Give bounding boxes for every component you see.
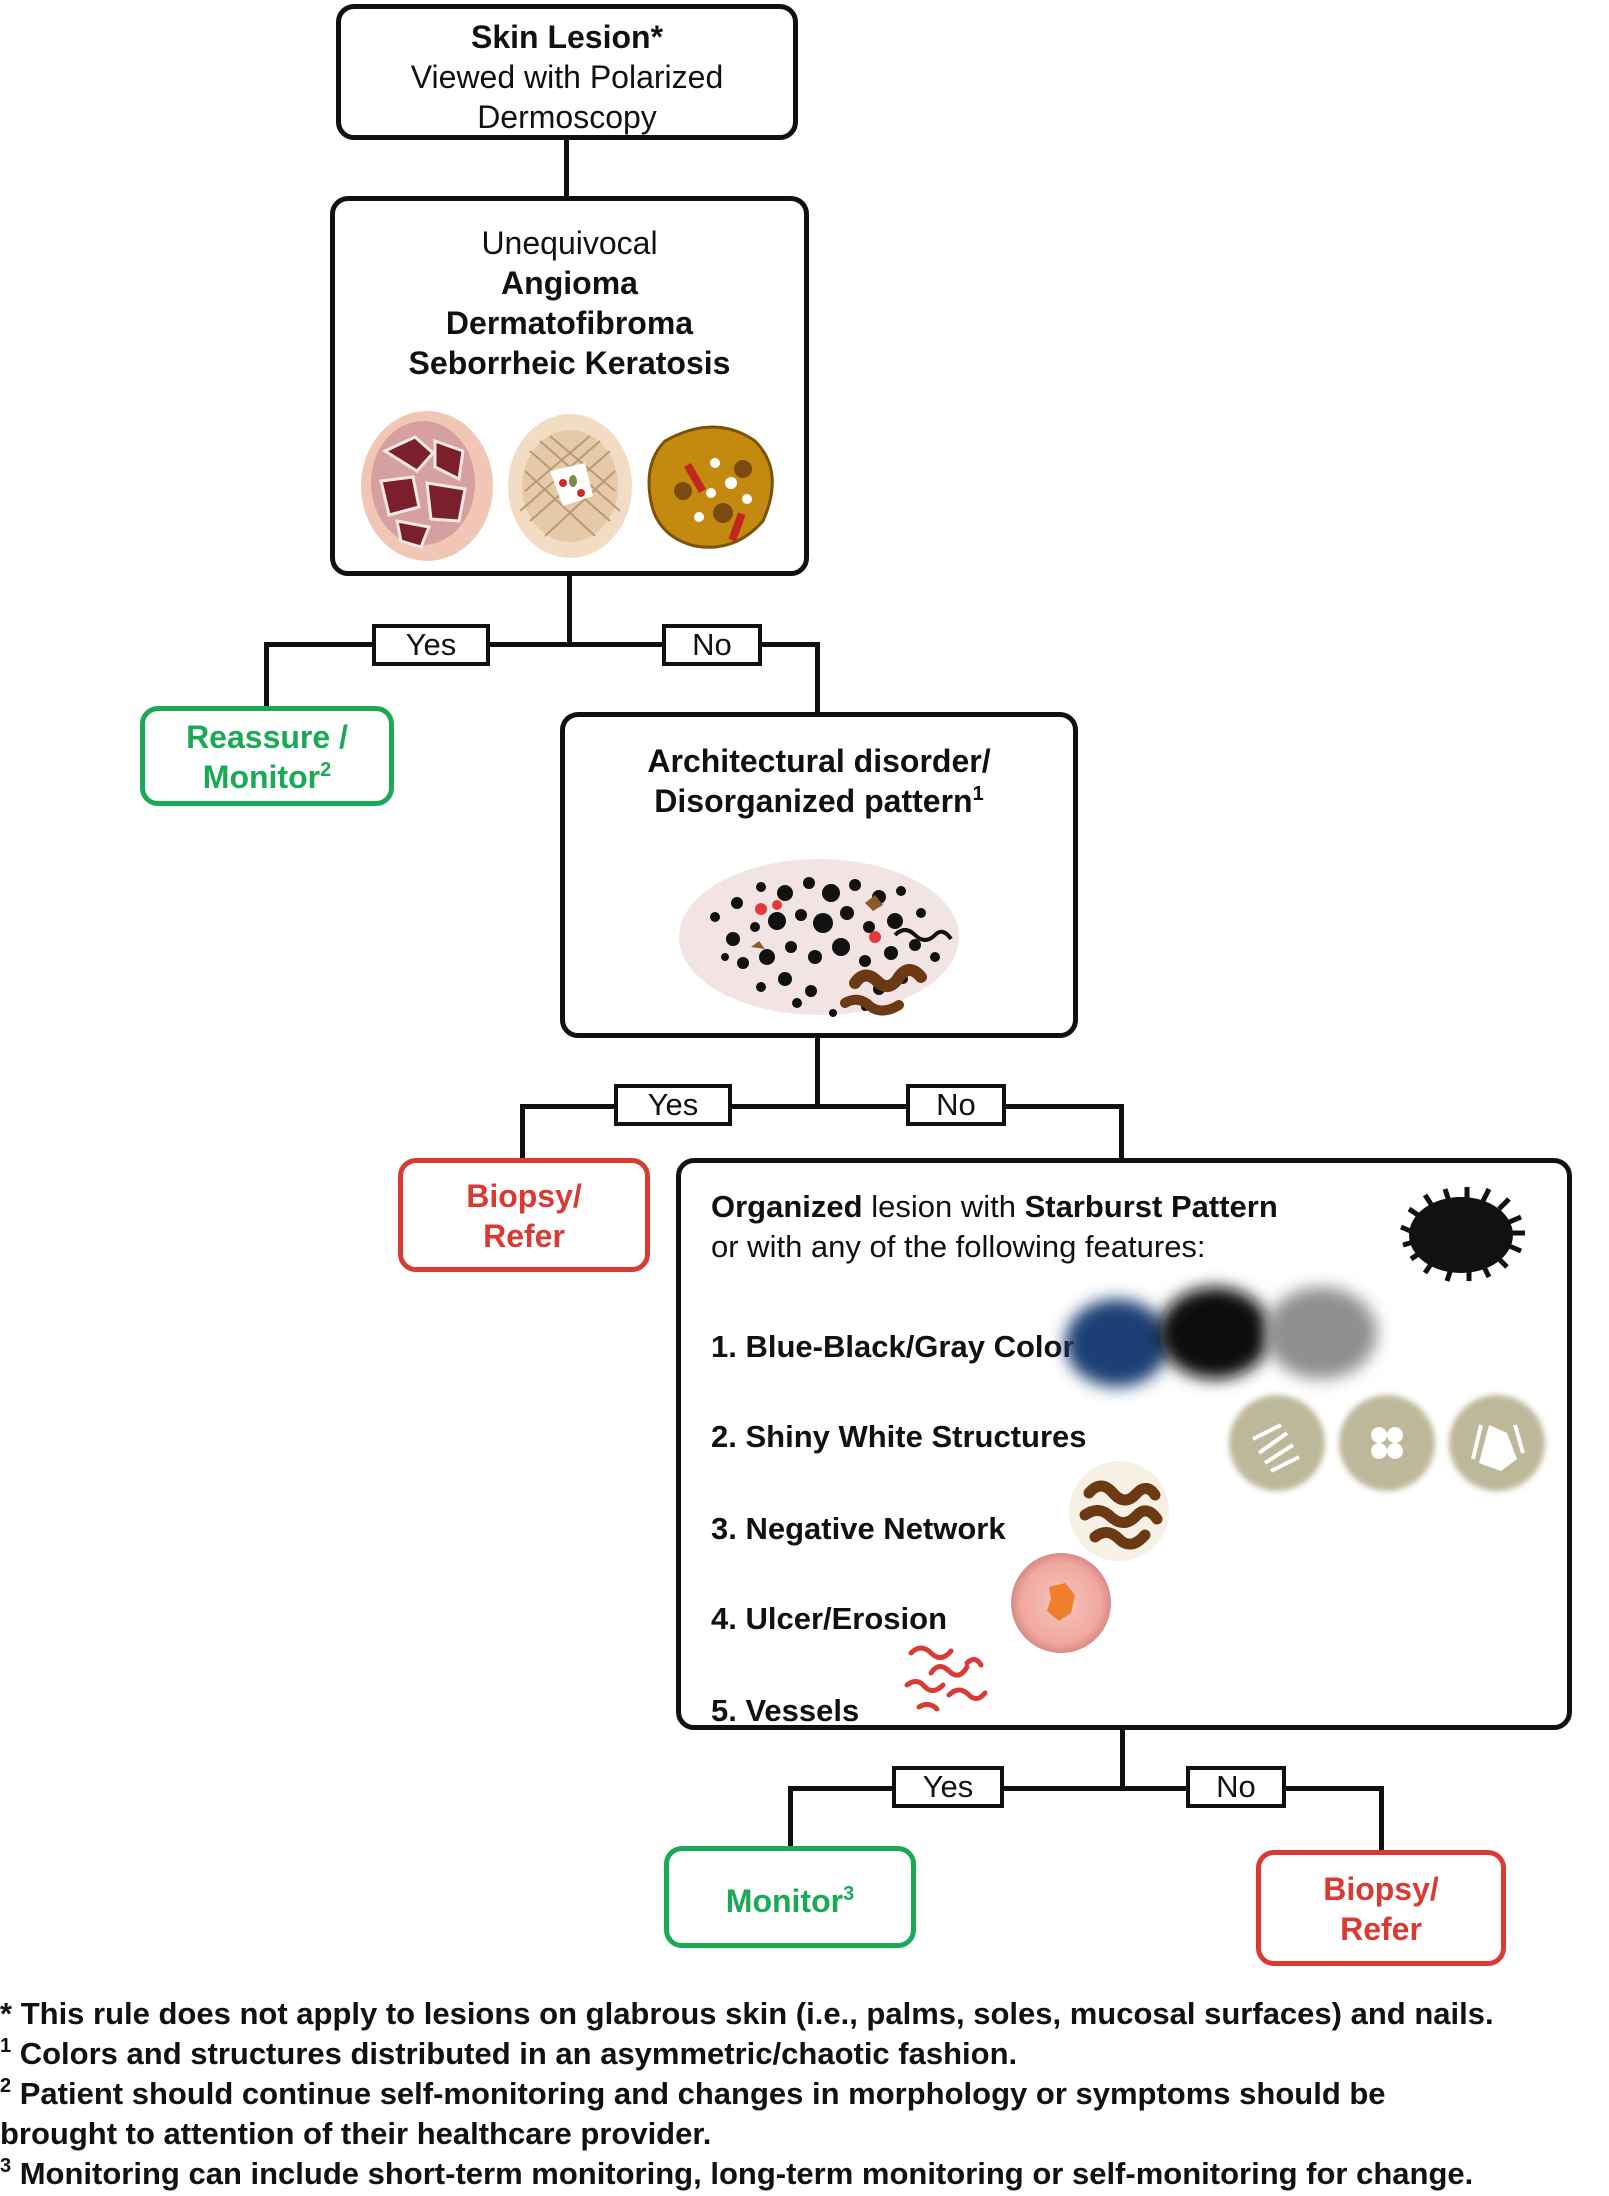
monitor-node: Monitor3	[664, 1846, 916, 1948]
feature-shiny-white: 2. Shiny White Structures	[711, 1419, 1087, 1454]
connector	[264, 642, 269, 708]
blue-color-sample	[1065, 1299, 1169, 1387]
connector	[1120, 1728, 1125, 1790]
footnote-mark: *	[0, 1996, 13, 2031]
disorder-line1: Architectural disorder/	[647, 743, 991, 779]
organized-line2: or with any of the following features:	[711, 1229, 1206, 1264]
yes-label-3: Yes	[892, 1766, 1004, 1808]
unequivocal-node: Unequivocal Angioma Dermatofibroma Sebor…	[330, 196, 809, 576]
disorganized-lesion-illustration	[679, 859, 959, 1017]
organized-lead: Organized lesion with Starburst Pattern	[711, 1189, 1278, 1225]
footnote-2: 2 Patient should continue self-monitorin…	[0, 2074, 1386, 2114]
connector	[1379, 1786, 1384, 1852]
no-label-1: No	[662, 624, 762, 666]
connector	[815, 1036, 820, 1108]
architectural-disorder-node: Architectural disorder/ Disorganized pat…	[560, 712, 1078, 1038]
monitor-label: Monitor	[725, 1883, 844, 1919]
seborrheic-keratosis-label: Seborrheic Keratosis	[408, 345, 731, 381]
monitor-label: Monitor	[202, 759, 321, 795]
footnote-2-continued: brought to attention of their healthcare…	[0, 2114, 711, 2154]
footnote-ref-2: 2	[320, 759, 332, 781]
connector	[520, 1104, 525, 1162]
no-label-3: No	[1186, 1766, 1286, 1808]
reassure-monitor-node: Reassure / Monitor2	[140, 706, 394, 806]
footnote-mark: 1	[0, 2035, 12, 2057]
start-title: Skin Lesion	[470, 19, 651, 55]
unequivocal-label: Unequivocal	[481, 225, 658, 261]
footnote-text: Patient should continue self-monitoring …	[11, 2076, 1386, 2111]
footnote-mark: 3	[0, 2155, 12, 2177]
footnote-ref-3: 3	[843, 1883, 855, 1905]
connector	[264, 642, 820, 647]
starburst-illustration	[1400, 1187, 1525, 1282]
vessels-illustration	[904, 1645, 988, 1712]
feature-ulcer-erosion: 4. Ulcer/Erosion	[711, 1601, 948, 1636]
footnote-1: 1 Colors and structures distributed in a…	[0, 2034, 1017, 2074]
ulcer-illustration	[1011, 1553, 1111, 1653]
connector	[788, 1786, 793, 1850]
footnote-mark: 2	[0, 2075, 12, 2097]
refer-label: Refer	[1340, 1911, 1422, 1947]
biopsy-label: Biopsy/	[1323, 1871, 1439, 1907]
black-color-sample	[1159, 1287, 1271, 1379]
angioma-label: Angioma	[501, 265, 638, 301]
connector	[815, 642, 820, 714]
footnote-3: 3 Monitoring can include short-term moni…	[0, 2154, 1473, 2194]
dermatofibroma-label: Dermatofibroma	[445, 305, 694, 341]
footnote-ref-1: 1	[972, 783, 984, 805]
shiny-white-structures-illustration	[1229, 1395, 1545, 1491]
biopsy-refer-node-1: Biopsy/ Refer	[398, 1158, 650, 1272]
angioma-illustration	[361, 411, 493, 561]
biopsy-label: Biopsy/	[466, 1178, 582, 1214]
feature-blue-black-gray: 1. Blue-Black/Gray Color	[711, 1329, 1075, 1364]
start-line2: Viewed with Polarized	[410, 59, 724, 95]
seborrheic-keratosis-illustration	[647, 425, 774, 549]
feature-illustrations	[904, 1187, 1545, 1712]
reassure-label: Reassure /	[186, 719, 348, 755]
footnote-text: Monitoring can include short-term monito…	[11, 2156, 1474, 2191]
feature-negative-network: 3. Negative Network	[711, 1511, 1006, 1546]
refer-label: Refer	[483, 1218, 565, 1254]
starburst-pattern-label: Starburst Pattern	[1024, 1189, 1278, 1224]
dermatofibroma-illustration	[508, 414, 632, 558]
negative-network-illustration	[1069, 1461, 1169, 1561]
footnote-text: brought to attention of their healthcare…	[0, 2116, 712, 2151]
lesion-with-text: lesion with	[862, 1189, 1025, 1224]
connector	[564, 138, 569, 198]
biopsy-refer-node-2: Biopsy/ Refer	[1256, 1850, 1506, 1966]
connector	[520, 1104, 1124, 1109]
disorder-line2: Disorganized pattern	[654, 783, 973, 819]
organized-word: Organized	[711, 1189, 863, 1224]
yes-label-1: Yes	[372, 624, 490, 666]
feature-vessels: 5. Vessels	[711, 1693, 860, 1728]
footnote-text: This rule does not apply to lesions on g…	[12, 1996, 1494, 2031]
connector	[788, 1786, 1384, 1791]
footnote-text: Colors and structures distributed in an …	[11, 2036, 1018, 2071]
connector	[1119, 1104, 1124, 1162]
no-label-2: No	[906, 1084, 1006, 1126]
benign-lesion-illustrations	[361, 411, 774, 561]
organized-lesion-node: Organized lesion with Starburst Pattern …	[676, 1158, 1572, 1730]
start-node: Skin Lesion* Viewed with Polarized Dermo…	[336, 4, 798, 140]
start-line3: Dermoscopy	[477, 99, 657, 135]
connector	[567, 574, 572, 646]
footnote-asterisk: * This rule does not apply to lesions on…	[0, 1994, 1494, 2034]
yes-label-2: Yes	[614, 1084, 732, 1126]
asterisk-mark: *	[650, 19, 664, 55]
gray-color-sample	[1265, 1287, 1377, 1379]
